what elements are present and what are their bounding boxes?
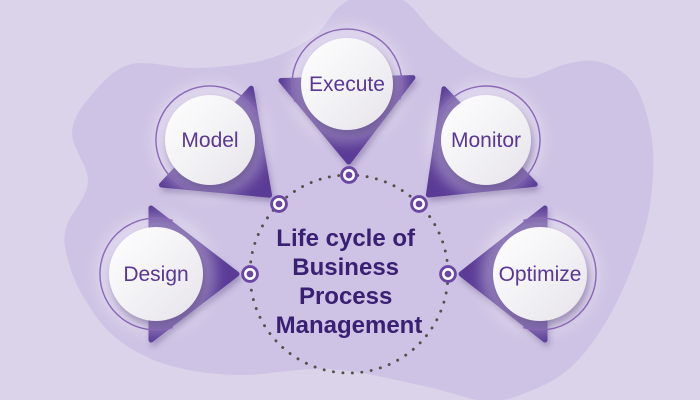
connector-ring [270,195,288,213]
node-model: Model [153,83,272,198]
center-title-line: Process [299,283,392,310]
node-circle [301,38,393,130]
node-label: Optimize [499,263,582,286]
center-title-line: Management [276,312,423,339]
center-title-line: Business [292,254,399,281]
connector-ring [410,195,428,213]
node-circle [109,227,203,321]
node-label: Monitor [451,129,521,152]
connector-ring-dot [444,270,452,278]
center-title-line: Life cycle of [276,225,416,252]
node-circle [165,95,255,185]
connector-ring [340,166,358,184]
connector-ring-dot [275,200,283,208]
node-execute: Execute [278,26,416,165]
node-circle [441,95,531,185]
connector-ring-dot [415,200,423,208]
center-title: Life cycle of Business Process Managemen… [276,225,423,339]
node-label: Execute [309,73,385,96]
connector-ring-dot [246,270,254,278]
node-label: Design [123,263,188,286]
connector-ring-dot [345,171,353,179]
node-label: Model [181,129,238,152]
node-circle [493,227,587,321]
node-design: Design [97,205,240,343]
connector-ring [439,265,457,283]
node-monitor: Monitor [425,83,543,198]
node-optimize: Optimize [458,205,599,343]
connector-ring [241,265,259,283]
